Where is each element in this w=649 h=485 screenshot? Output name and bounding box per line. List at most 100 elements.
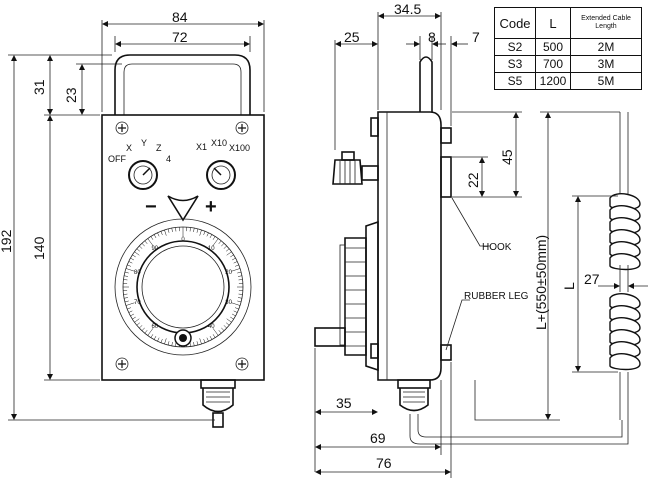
plus-sign: +	[205, 196, 217, 218]
side-handle	[419, 56, 433, 112]
multiplier-knob[interactable]	[206, 160, 236, 190]
dial-number: 70	[134, 300, 141, 306]
dial-tick	[237, 300, 242, 303]
dial-tick	[223, 245, 227, 249]
table-cell-code: S5	[494, 72, 536, 90]
dial-tick	[209, 335, 213, 340]
dial-tick	[139, 245, 143, 249]
dial-tick	[237, 271, 242, 274]
dial-tick	[199, 229, 202, 236]
front-dimensions: 84 72 192 140 31 23	[0, 9, 265, 421]
mult-label-x100: X100	[229, 143, 250, 153]
dial-tick	[231, 268, 241, 272]
dial-tick	[237, 297, 242, 299]
dial-tick	[124, 297, 129, 299]
dial-tick	[221, 327, 225, 331]
dial-tick	[144, 240, 148, 245]
dial-tick	[212, 334, 216, 338]
dial-tick	[189, 227, 191, 232]
table-header-length: Extended Cable Length	[570, 7, 642, 39]
dial-tick	[231, 302, 241, 306]
dial-tick	[157, 337, 160, 342]
table-cell-length: 3M	[570, 55, 642, 73]
dial-tick	[193, 228, 195, 233]
front-body	[101, 114, 265, 381]
dial-tick	[226, 251, 232, 256]
dim-69: 69	[370, 430, 386, 446]
dial-tick	[226, 318, 232, 323]
dial-tick	[139, 325, 143, 329]
dial-tick	[125, 302, 135, 306]
dial-tick	[160, 231, 163, 236]
dial-tick	[134, 318, 140, 323]
dial-tick	[234, 307, 239, 310]
dial-number: 0	[181, 237, 185, 243]
side-dimensions: 34.5 25 8 7 45 22 HOOK RUBBER LEG L+(550…	[314, 1, 648, 478]
dial-tick	[238, 279, 243, 281]
side-handwheel	[314, 220, 379, 372]
dial-tick	[153, 234, 157, 239]
side-gland	[397, 379, 431, 412]
dial-tick	[147, 238, 154, 246]
dial-tick	[150, 236, 154, 240]
dim-76: 76	[376, 455, 392, 471]
dial-tick	[175, 342, 177, 347]
dial-tick	[231, 313, 236, 317]
dial-tick	[130, 257, 135, 261]
dial-tick	[164, 338, 167, 345]
dial-tick	[199, 338, 202, 345]
dim-22: 22	[465, 172, 481, 188]
dial-tick	[221, 243, 225, 247]
mult-label-x1: X1	[196, 142, 207, 152]
front-view: OFF X Y Z 4 X1 X10 X100 − + 010203040506…	[101, 54, 265, 428]
dial-tick	[225, 248, 230, 252]
dial-tick	[134, 251, 140, 256]
dial-tick	[212, 238, 219, 246]
dial-tick	[223, 325, 227, 329]
dial-tick	[124, 300, 129, 303]
table-header-l: L	[535, 7, 571, 39]
dial-tick	[123, 279, 128, 281]
dim-31: 31	[31, 79, 47, 95]
dial-tick	[157, 232, 160, 237]
dim-25: 25	[344, 29, 360, 45]
mult-label-x10: X10	[211, 138, 227, 148]
dial-tick	[230, 316, 234, 320]
dim-7: 7	[472, 29, 480, 45]
dial-tick	[175, 227, 177, 232]
table-row: S5 1200 5M	[494, 72, 642, 90]
table-cell-l: 700	[535, 55, 571, 73]
dim-35: 35	[336, 395, 352, 411]
hook-label: HOOK	[482, 242, 512, 253]
dial-tick	[123, 293, 128, 295]
pointer-mark	[167, 195, 199, 222]
coiled-cable	[609, 112, 641, 420]
axis-label-4: 4	[166, 154, 171, 164]
dial-tick	[141, 327, 145, 331]
dial-tick	[225, 322, 230, 326]
axis-selector-knob[interactable]	[128, 160, 158, 190]
handwheel-dial[interactable]: 0102030405060708090	[114, 218, 252, 356]
dial-tick	[124, 271, 129, 274]
dial-number: 60	[151, 324, 158, 330]
dial-tick	[212, 328, 219, 336]
dial-tick	[132, 316, 136, 320]
dial-tick	[167, 341, 170, 346]
dial-tick	[136, 322, 141, 326]
dial-tick	[218, 240, 222, 245]
table-cell-length: 2M	[570, 38, 642, 56]
dim-cable-total: L+(550±50mm)	[533, 235, 549, 330]
side-body	[377, 111, 442, 381]
dim-84: 84	[172, 9, 188, 25]
dial-tick	[144, 329, 148, 334]
table-header-code: Code	[494, 7, 536, 39]
dial-tick	[171, 228, 173, 233]
dial-tick	[127, 307, 132, 310]
table-cell-length: 5M	[570, 72, 642, 90]
screw-icon	[115, 121, 249, 371]
dim-34-5: 34.5	[394, 1, 421, 17]
dim-cable-L: L	[561, 282, 577, 290]
dial-tick	[153, 335, 157, 340]
dim-72: 72	[172, 29, 188, 45]
dial-tick	[130, 313, 135, 317]
